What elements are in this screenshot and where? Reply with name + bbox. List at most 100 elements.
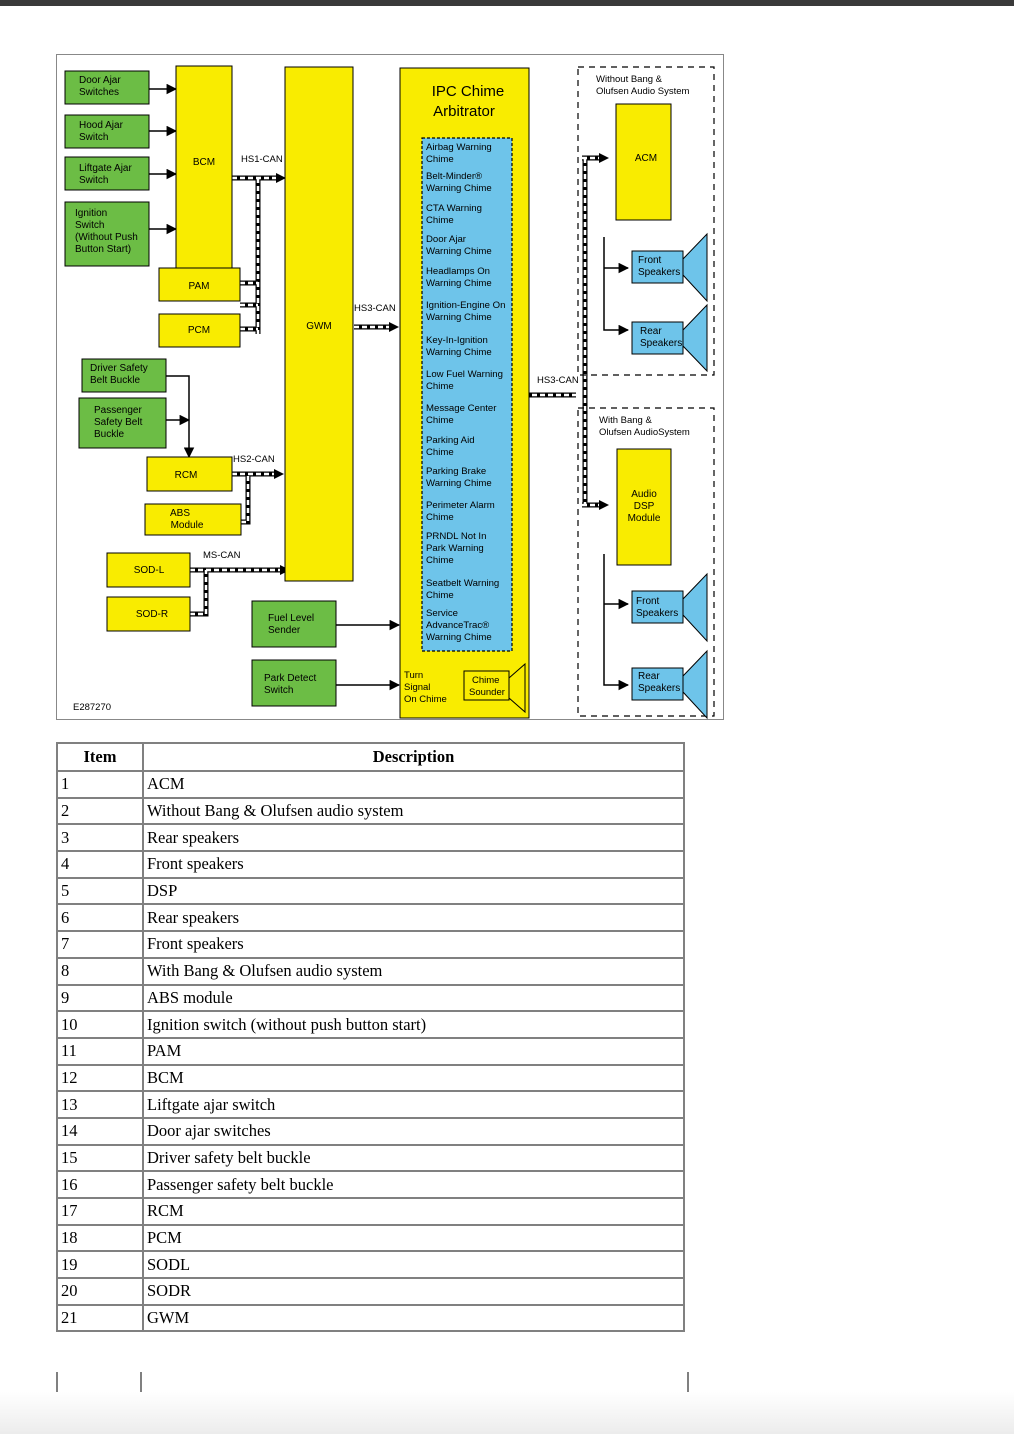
item-number: 21 [56,1303,144,1333]
item-description: DSP [142,876,685,906]
item-number: 17 [56,1197,144,1226]
item-number: 15 [56,1143,144,1173]
hs2-can-label: HS2-CAN [233,454,275,465]
item-number: 14 [56,1116,144,1146]
item-description: Door ajar switches [142,1116,685,1146]
hs1-can-label: HS1-CAN [241,154,283,165]
item-description: Without Bang & Olufsen audio system [142,796,685,826]
figure-id: E287270 [73,702,111,713]
item-number: 10 [56,1010,144,1039]
table-header-row: Item Description [56,742,685,772]
item-description: BCM [142,1063,685,1093]
chime-item: Belt-Minder®Warning Chime [426,171,492,194]
svg-text:PAM: PAM [189,281,210,292]
without-bo-label: Without Bang &Olufsen Audio System [596,74,690,97]
item-description: With Bang & Olufsen audio system [142,956,685,986]
item-number: 9 [56,983,144,1013]
item-description: SODL [142,1250,685,1280]
item-description: ACM [142,770,685,799]
svg-text:SOD-L: SOD-L [134,565,165,576]
item-number: 20 [56,1277,144,1306]
item-description: Front speakers [142,850,685,879]
item-description: Rear speakers [142,903,685,933]
item-description: Front speakers [142,930,685,959]
item-description: GWM [142,1303,685,1333]
item-number: 16 [56,1170,144,1199]
item-description: SODR [142,1277,685,1306]
svg-text:SOD-R: SOD-R [136,609,168,620]
ms-can-label: MS-CAN [203,550,241,561]
top-border [0,0,1014,6]
item-description: Ignition switch (without push button sta… [142,1010,685,1039]
column-header-item: Item [56,742,144,772]
item-number: 1 [56,770,144,799]
item-number: 18 [56,1223,144,1253]
item-description: PCM [142,1223,685,1253]
hs3-can-label-audio: HS3-CAN [537,375,579,386]
without-bo-region [577,66,715,376]
item-description: RCM [142,1197,685,1226]
item-description: Rear speakers [142,823,685,853]
rcm-module: RCM [146,456,233,492]
item-number: 12 [56,1063,144,1093]
with-bo-label: With Bang &Olufsen AudioSystem [599,415,690,438]
svg-text:BCM: BCM [193,157,215,168]
svg-text:PCM: PCM [188,325,210,336]
item-number: 13 [56,1090,144,1119]
item-description: PAM [142,1036,685,1066]
signal-arrows [149,83,630,693]
gwm-module: GWM [284,66,354,582]
item-description: ABS module [142,983,685,1013]
pcm-module: PCM [158,313,241,348]
hs3-can-label-gwm: HS3-CAN [354,303,396,314]
with-bo-region [577,407,715,717]
page-bottom-edge [0,1392,1014,1434]
